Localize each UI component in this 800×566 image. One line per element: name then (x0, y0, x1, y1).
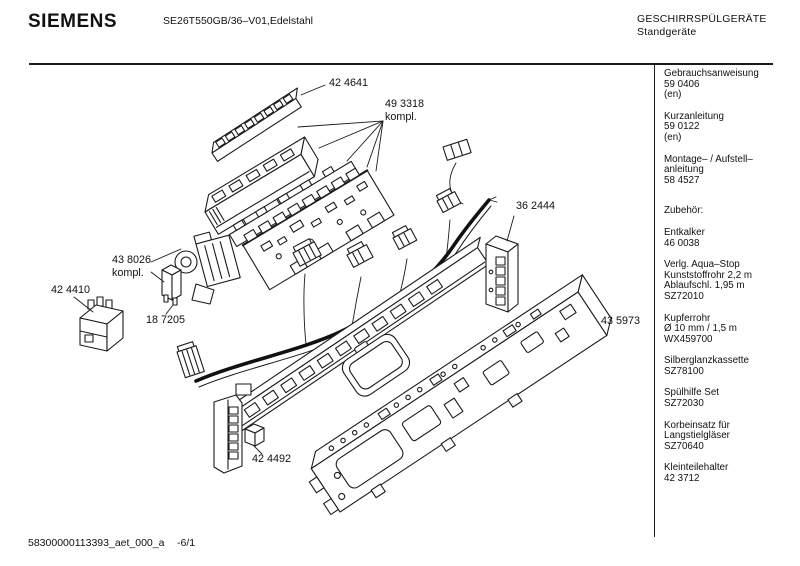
text-line: Kunststoffrohr 2,2 m (664, 269, 753, 281)
part-label-424641: 42 4641 (329, 77, 369, 89)
text-line: Silberglanzkassette (664, 355, 749, 367)
relay-part (79, 296, 124, 352)
siemens-logo: SIEMENS (28, 11, 118, 32)
button-strip-part (211, 87, 302, 162)
fascia-left-end-part (213, 383, 252, 474)
sidebar-item-aquastop: Verlg. Aqua–Stop Kunststoffrohr 2,2 m Ab… (664, 260, 770, 302)
model-designation: SE26T550GB/36–V01,Edelstahl (163, 15, 314, 27)
category-line-1: GESCHIRRSPÜLGERÄTE (637, 13, 767, 25)
part-label-493318: 49 3318 kompl. (385, 98, 424, 123)
text-line: Spülhilfe Set (664, 387, 720, 399)
part-number: 49 3318 (385, 98, 425, 110)
header-divider (29, 63, 773, 65)
sidebar-item-spuelhilfe: Spülhilfe Set SZ72030 (664, 388, 770, 409)
sidebar-item-entkalker: Entkalker 46 0038 (664, 226, 770, 249)
text-line: Korbeinsatz für (664, 419, 730, 431)
sidebar-item-korbeinsatz: Korbeinsatz für Langstielgläser SZ70640 (664, 419, 770, 453)
base-panel-part (308, 274, 612, 516)
category-line-2: Standgeräte (637, 26, 697, 38)
text-line: Kleinteilehalter (664, 462, 729, 474)
sidebar-item-kupferrohr: Kupferrohr Ø 10 mm / 1,5 m WX459700 (664, 312, 770, 346)
text-line: Ø 10 mm / 1,5 m (664, 323, 737, 335)
text-line: Langstielgläser (664, 430, 730, 442)
text-line: anleitung (664, 164, 704, 176)
text-line: Verlg. Aqua–Stop (664, 259, 740, 271)
sidebar-heading-zubehoer: Zubehör: (664, 206, 770, 217)
text-line: Zubehör: (664, 205, 704, 217)
part-label-424492: 42 4492 (252, 453, 292, 465)
part-label-435973: 43 5973 (601, 315, 641, 327)
text-line: Kupferrohr (664, 312, 711, 324)
part-number-suffix: kompl. (385, 110, 417, 123)
pcb-assembly-part (228, 160, 395, 291)
text-line: Gebrauchsanweisung (664, 68, 759, 79)
clip-cube-part (244, 423, 265, 447)
text-line: 58 4527 (664, 174, 700, 186)
sidebar-item-silberglanzkassette: Silberglanzkassette SZ78100 (664, 356, 770, 377)
sidebar-item-kurzanleitung: Kurzanleitung 59 0122 (en) (664, 110, 770, 144)
text-line: (en) (664, 89, 682, 101)
text-line: Montage– / Aufstell– (664, 153, 753, 165)
text-line: 59 0406 (664, 78, 700, 90)
text-line: 42 3712 (664, 473, 700, 485)
text-line: 46 0038 (664, 237, 700, 249)
text-line: Kurzanleitung (664, 110, 724, 122)
fascia-strip-part (228, 236, 490, 433)
part-label-424410: 42 4410 (51, 284, 91, 296)
text-line: Ablaufschl. 1,95 m (664, 280, 745, 292)
text-line: WX459700 (664, 333, 713, 345)
text-line: SZ72030 (664, 398, 704, 410)
sidebar-divider (654, 64, 655, 537)
part-number: 43 8026 (112, 254, 152, 266)
page-reference: -6/1 (177, 537, 196, 549)
control-housing-part (204, 136, 319, 235)
text-line: 59 0122 (664, 121, 700, 133)
end-cap-part (485, 235, 519, 313)
part-label-362444: 36 2444 (516, 200, 556, 212)
part-number-suffix: kompl. (112, 266, 144, 279)
microswitch-part (161, 264, 182, 306)
part-label-438026: 43 8026 kompl. (112, 254, 151, 279)
part-label-187205: 18 7205 (146, 314, 186, 326)
text-line: SZ72010 (664, 290, 704, 302)
leader-lines (73, 84, 515, 455)
text-line: Entkalker (664, 226, 705, 238)
text-line: SZ70640 (664, 440, 704, 452)
accessories-sidebar: Gebrauchsanweisung 59 0406 (en) Kurzanle… (664, 68, 770, 496)
text-line: SZ78100 (664, 365, 704, 377)
sidebar-item-kleinteilehalter: Kleinteilehalter 42 3712 (664, 463, 770, 484)
category-header: GESCHIRRSPÜLGERÄTE Standgeräte (637, 13, 767, 39)
document-id: 58300000113393_aet_000_a (28, 537, 165, 549)
handle-bezel-part (341, 333, 411, 397)
latch-assembly-part (174, 231, 241, 305)
text-line: (en) (664, 131, 682, 143)
sidebar-item-gebrauchsanweisung: Gebrauchsanweisung 59 0406 (en) (664, 68, 770, 101)
leader-lines-fan (297, 120, 384, 172)
sidebar-item-montageanleitung: Montage– / Aufstell– anleitung 58 4527 (664, 153, 770, 187)
